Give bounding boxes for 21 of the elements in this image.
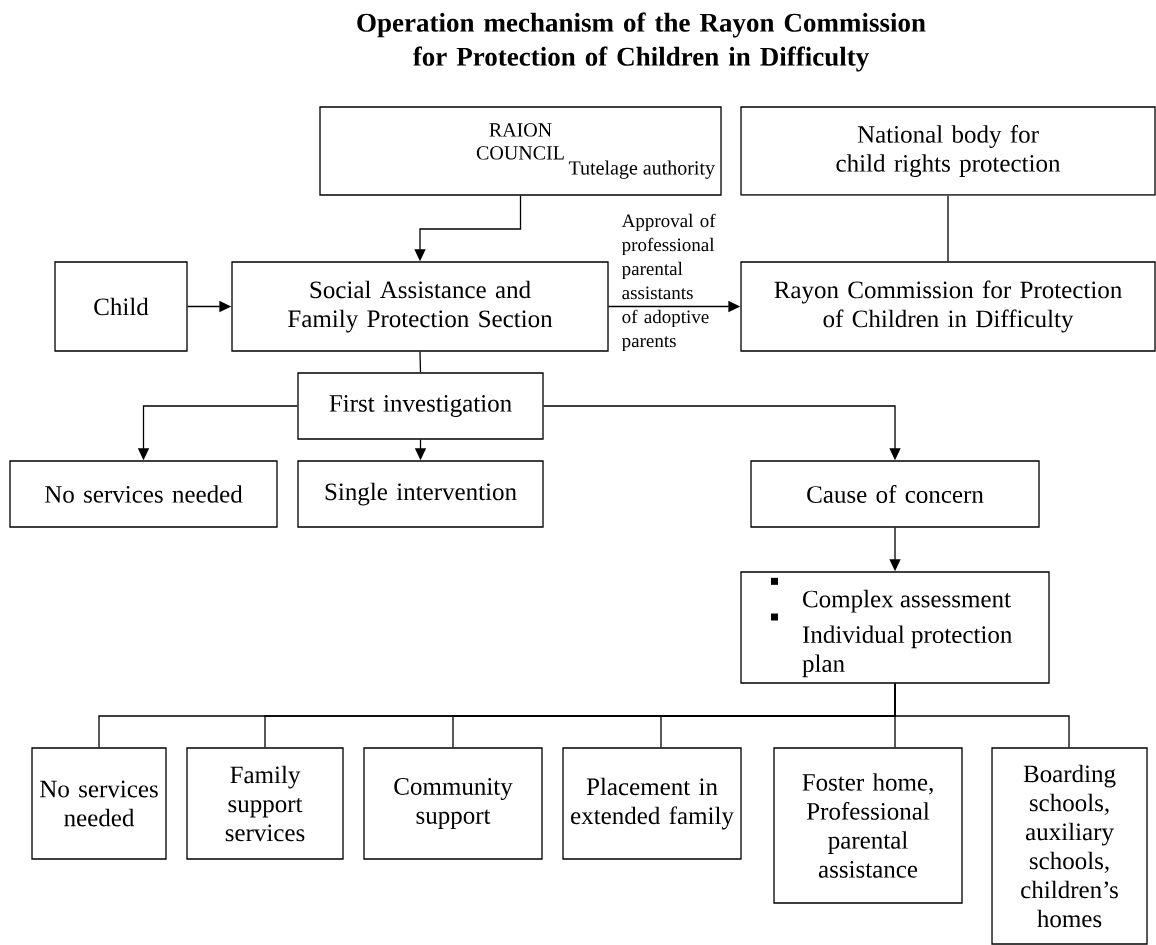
connector-line bbox=[419, 351, 422, 373]
process-box: Child bbox=[54, 261, 188, 352]
connector-line bbox=[947, 195, 949, 262]
process-box: No services needed bbox=[31, 747, 167, 860]
process-box: Social Assistance and Family Protection Section bbox=[231, 261, 609, 352]
process-box: Single intervention bbox=[297, 460, 544, 528]
connector-line bbox=[894, 683, 1070, 748]
bullet-list-box: Complex assessment Individual protection plan bbox=[740, 571, 1050, 684]
process-box: Community support bbox=[363, 747, 543, 860]
process-box: Rayon Commission for Protection of Children in Difficulty bbox=[740, 261, 1156, 352]
process-box: National body for child rights protection bbox=[740, 106, 1156, 196]
process-box: First investigation bbox=[297, 372, 544, 440]
council-box: RAION COUNCIL Tutelage authority bbox=[319, 106, 722, 196]
process-box: Cause of concern bbox=[750, 460, 1040, 528]
process-box: No services needed bbox=[9, 460, 278, 528]
title: Operation mechanism of the Rayon Commission for Protection of Children in Difficulty bbox=[357, 12, 926, 72]
process-box: Placement in extended family bbox=[562, 747, 742, 860]
process-box: Family support services bbox=[186, 747, 344, 860]
edge-label: Approval of professional parental assistants of adoptive parents bbox=[621, 213, 716, 352]
process-box: Foster home, Professional parental assistance bbox=[773, 747, 963, 904]
process-box: Boarding schools, auxiliary schools, children’s homes bbox=[991, 747, 1148, 945]
